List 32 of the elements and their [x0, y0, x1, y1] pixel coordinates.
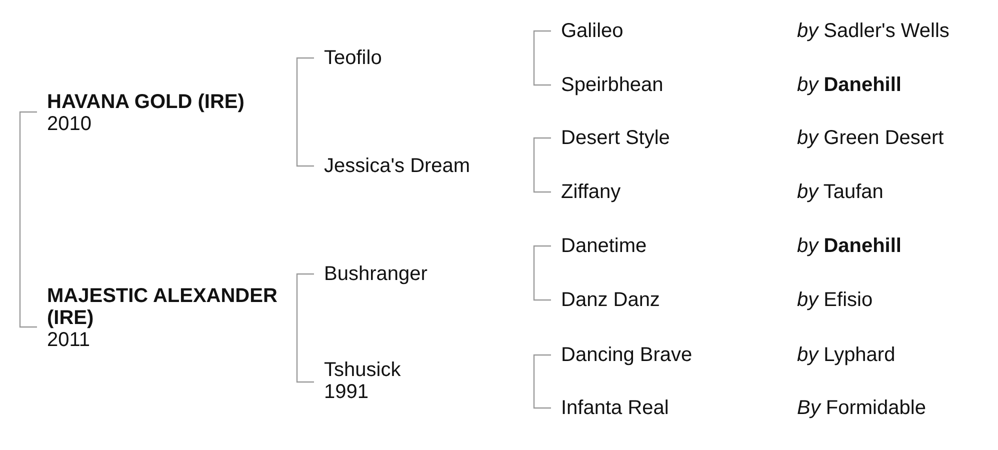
bracket-line — [533, 137, 551, 193]
horse-name: Speirbhean — [561, 74, 664, 96]
foaling-year: 2011 — [47, 329, 90, 351]
bracket-line — [19, 111, 37, 328]
horse-name: Dancing Brave — [561, 344, 692, 366]
horse-name: Jessica's Dream — [324, 155, 470, 177]
bracket-line — [533, 245, 551, 301]
bracket-line — [296, 273, 314, 383]
sire-label: by Efisio — [797, 289, 873, 311]
foaling-year: 1991 — [324, 381, 368, 403]
sire-label: by Lyphard — [797, 344, 896, 366]
horse-name: Ziffany — [561, 181, 621, 203]
foaling-year: 2010 — [47, 113, 92, 135]
horse-name: Teofilo — [324, 47, 382, 69]
horse-name: HAVANA GOLD (IRE) — [47, 91, 244, 113]
horse-name: Desert Style — [561, 127, 670, 149]
horse-name: Infanta Real — [561, 397, 669, 419]
bracket-line — [296, 57, 314, 167]
bracket-line — [533, 354, 551, 409]
sire-label: by Green Desert — [797, 127, 944, 149]
sire-label: by Danehill — [797, 235, 902, 257]
horse-name: Danetime — [561, 235, 647, 257]
sire-label: by Taufan — [797, 181, 884, 203]
sire-label: By Formidable — [797, 397, 926, 419]
horse-name: MAJESTIC ALEXANDER (IRE) — [47, 285, 278, 329]
horse-name: Danz Danz — [561, 289, 660, 311]
horse-name: Galileo — [561, 20, 624, 42]
sire-label: by Danehill — [797, 74, 902, 96]
bracket-line — [533, 30, 551, 86]
horse-name: Bushranger — [324, 263, 428, 285]
horse-name: Tshusick — [324, 359, 401, 381]
sire-label: by Sadler's Wells — [797, 20, 950, 42]
